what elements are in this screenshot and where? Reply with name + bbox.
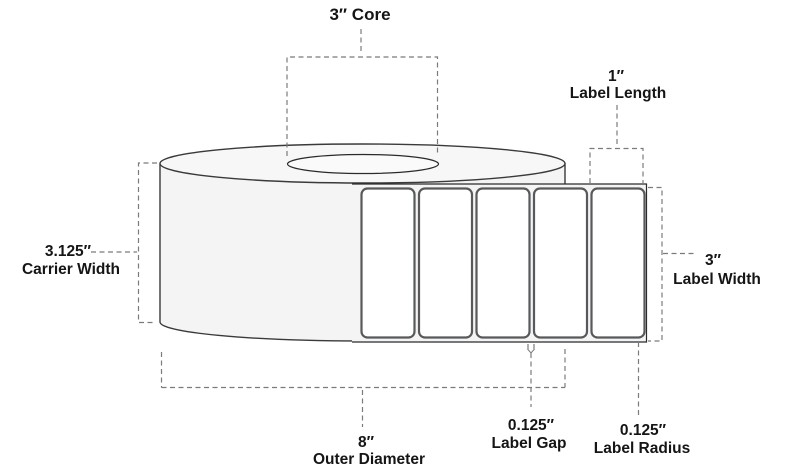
outer-diameter-extent-line: [160, 349, 566, 389]
label-length-label: Label Length: [570, 85, 666, 102]
label-length-value: 1″: [608, 68, 625, 85]
carrier-width-extent-bracket: [137, 162, 157, 324]
dimension-lines: [91, 29, 696, 427]
label-gap-value: 0.125″: [508, 417, 555, 434]
label-2: [417, 187, 474, 339]
label-gap-pointer-lines: [527, 344, 535, 407]
label-strip: [352, 183, 648, 343]
dimension-labels: 3″ Core 1″ Label Length 3.125″ Carrier W…: [22, 5, 761, 468]
label-3: [475, 187, 531, 339]
label-width-value: 3″: [705, 252, 722, 269]
label-gap-arrow: [527, 348, 535, 354]
label-5: [590, 187, 646, 339]
label-1: [360, 187, 416, 339]
core-callout-text: 3″ Core: [329, 5, 390, 24]
carrier-width-label: Carrier Width: [22, 261, 120, 278]
label-4: [532, 187, 589, 339]
label-width-label: Label Width: [673, 271, 761, 288]
label-width-extent-bracket: [648, 186, 663, 342]
outer-diameter-value: 8″: [358, 434, 375, 451]
outer-diameter-label: Outer Diameter: [313, 451, 425, 468]
carrier-width-value: 3.125″: [45, 243, 92, 260]
label-length-extent-bracket: [589, 147, 644, 183]
core-extent-box: [286, 56, 439, 156]
label-radius-value: 0.125″: [620, 422, 667, 439]
roll-core-hole: [286, 153, 440, 175]
label-radius-label: Label Radius: [594, 440, 690, 457]
labels-group: [360, 187, 646, 339]
label-gap-label: Label Gap: [492, 435, 567, 452]
